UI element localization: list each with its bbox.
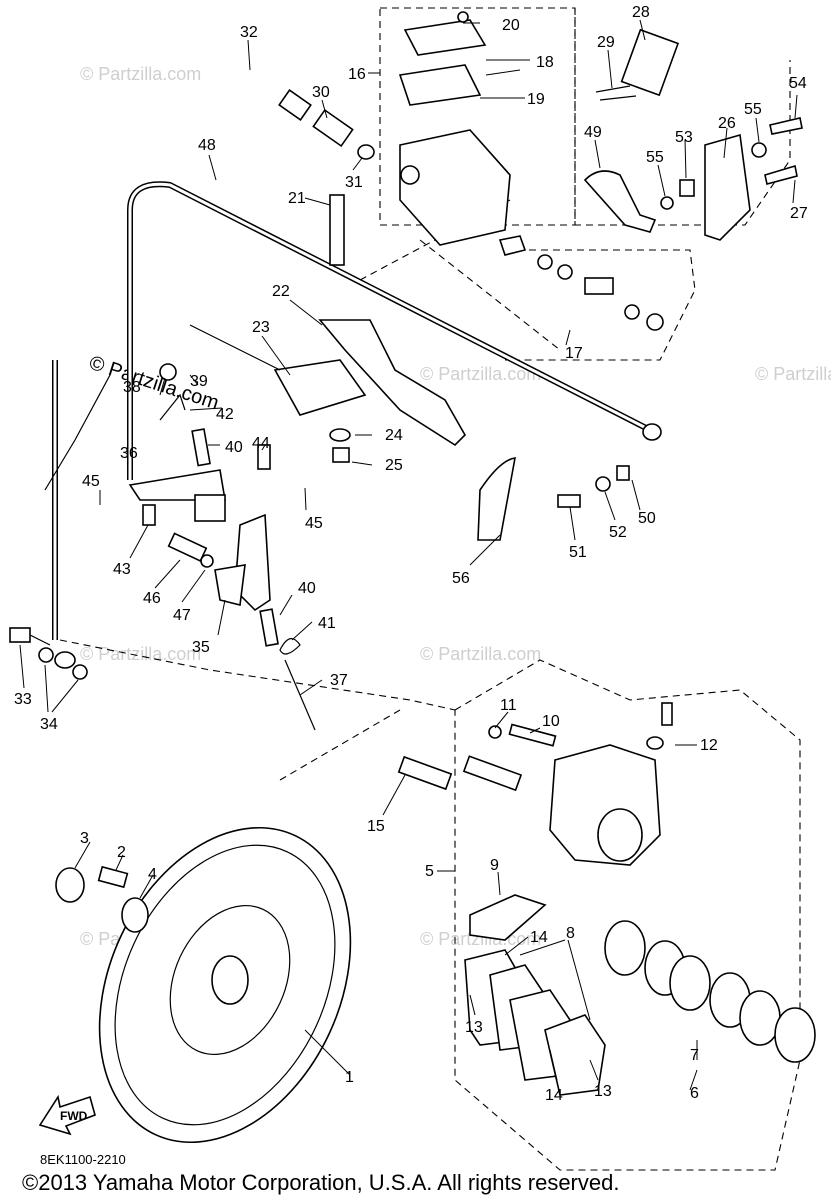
sensor-56 [477, 457, 516, 541]
label-14b: 14 [545, 1087, 563, 1104]
label-6: 6 [690, 1085, 699, 1102]
cable-end-fitting [278, 89, 312, 121]
circlip-3 [55, 867, 85, 903]
label-22: 22 [272, 283, 290, 300]
label-29: 29 [597, 34, 615, 51]
leader-lines [19, 19, 798, 1091]
label-23: 23 [252, 319, 270, 336]
label-55b: 55 [646, 149, 664, 166]
bracket-26 [704, 133, 751, 241]
collar-4 [121, 897, 149, 933]
master-cylinder [329, 11, 664, 331]
switch-28 [620, 28, 680, 97]
label-44: 44 [252, 435, 270, 452]
label-5: 5 [425, 863, 434, 880]
brake-cable-32 [54, 29, 291, 600]
holder-23 [273, 359, 367, 416]
label-49: 49 [584, 124, 602, 141]
label-38: 38 [123, 379, 141, 396]
label-56: 56 [452, 570, 470, 587]
label-9: 9 [490, 857, 499, 874]
watermark: © Partzilla.com [80, 644, 201, 664]
label-8: 8 [566, 925, 575, 942]
washer-34 [38, 647, 54, 663]
label-33: 33 [14, 691, 32, 708]
label-1: 1 [345, 1069, 354, 1086]
label-20: 20 [502, 17, 520, 34]
copyright-text: ©2013 Yamaha Motor Corporation, U.S.A. A… [22, 1170, 620, 1195]
pistons-seals [604, 920, 816, 1063]
label-13a: 13 [465, 1019, 483, 1036]
label-40a: 40 [225, 439, 243, 456]
fwd-label: FWD [60, 1109, 88, 1123]
label-15: 15 [367, 818, 385, 835]
watermark: © Partzilla.com [755, 364, 831, 384]
part-labels: 1 2 3 4 5 6 7 8 9 10 11 12 13 13 14 14 1… [14, 4, 808, 1104]
label-46: 46 [143, 590, 161, 607]
label-55a: 55 [744, 101, 762, 118]
brake-pads [464, 949, 606, 1096]
label-7: 7 [690, 1047, 699, 1064]
label-45a: 45 [82, 473, 100, 490]
label-27: 27 [790, 205, 808, 222]
label-43: 43 [113, 561, 131, 578]
lever-22 [318, 319, 466, 447]
label-31: 31 [345, 174, 363, 191]
label-53: 53 [675, 129, 693, 146]
label-54: 54 [789, 75, 807, 92]
brake-disc-1 [98, 826, 352, 1144]
watermark: © Partzilla.com [420, 644, 541, 664]
key-2 [97, 865, 129, 889]
label-2: 2 [117, 844, 126, 861]
label-19: 19 [527, 91, 545, 108]
watermark: © Partzilla.com [420, 364, 541, 384]
caliper-assembly [397, 702, 673, 941]
label-32: 32 [240, 24, 258, 41]
watermark-layer: © Partzilla.com © Partzilla.com © Partzi… [80, 64, 831, 949]
label-11: 11 [500, 697, 517, 714]
adjuster-30 [312, 108, 354, 148]
label-40b: 40 [298, 580, 316, 597]
label-18: 18 [536, 54, 554, 71]
fwd-arrow: FWD [38, 1094, 96, 1136]
label-52: 52 [609, 524, 627, 541]
label-10: 10 [542, 713, 560, 730]
label-47: 47 [173, 607, 191, 624]
label-41: 41 [318, 615, 336, 632]
label-17: 17 [565, 345, 583, 362]
label-48: 48 [198, 137, 216, 154]
brake-pedal-49 [583, 170, 657, 233]
diagram-code: 8EK1100-2210 [40, 1152, 126, 1167]
cable-end [44, 374, 111, 491]
label-25: 25 [385, 457, 403, 474]
label-14a: 14 [530, 929, 548, 946]
label-51: 51 [569, 544, 587, 561]
label-50: 50 [638, 510, 656, 527]
washer-31 [357, 144, 375, 160]
label-26: 26 [718, 115, 736, 132]
label-39: 39 [190, 373, 208, 390]
label-12: 12 [700, 737, 718, 754]
label-4: 4 [148, 866, 157, 883]
bolt-21 [329, 194, 345, 266]
label-16: 16 [348, 66, 366, 83]
label-34: 34 [40, 716, 58, 733]
label-37: 37 [330, 672, 348, 689]
bolt-33 [9, 627, 31, 643]
label-30: 30 [312, 84, 330, 101]
label-21: 21 [288, 190, 306, 207]
watermark: © Partzilla.com [80, 64, 201, 84]
label-36: 36 [120, 445, 138, 462]
label-28: 28 [632, 4, 650, 21]
label-3: 3 [80, 830, 89, 847]
label-35: 35 [192, 639, 210, 656]
label-45b: 45 [305, 515, 323, 532]
label-13b: 13 [594, 1083, 612, 1100]
label-24: 24 [385, 427, 403, 444]
label-42: 42 [216, 406, 234, 423]
